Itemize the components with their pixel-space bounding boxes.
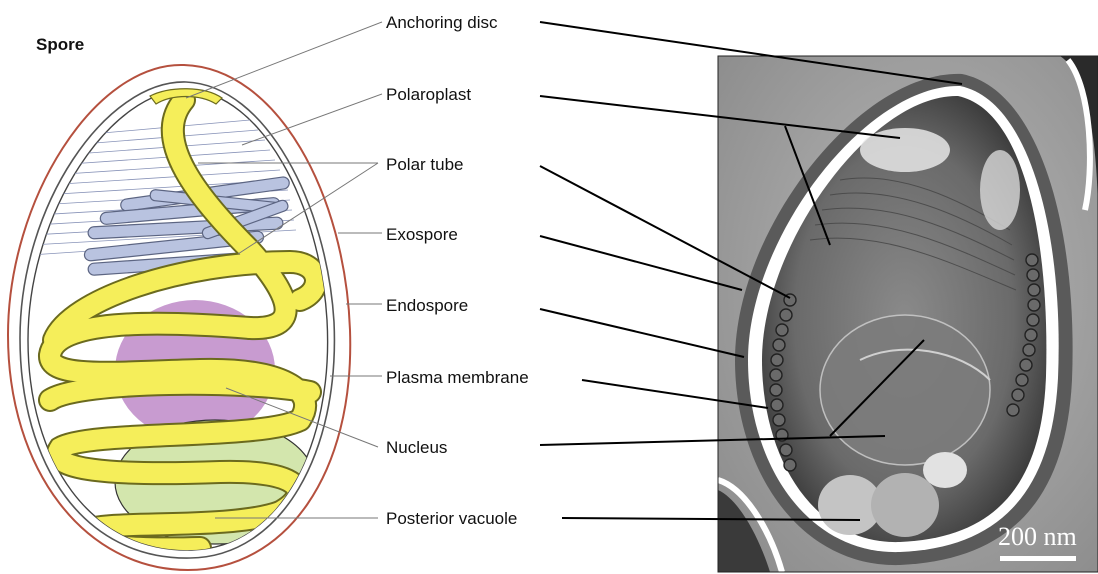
labels: Anchoring disc Polaroplast Polar tube Ex… [386,13,529,528]
label-anchoring-disc: Anchoring disc [386,13,498,32]
label-plasma-membrane: Plasma membrane [386,368,529,387]
label-polaroplast: Polaroplast [386,85,471,104]
diagram-title: Spore [36,35,84,54]
label-endospore: Endospore [386,296,468,315]
electron-micrograph: 200 nm [718,56,1098,572]
spore-schematic [8,65,350,570]
label-nucleus: Nucleus [386,438,447,457]
label-posterior-vacuole: Posterior vacuole [386,509,517,528]
label-polar-tube: Polar tube [386,155,464,174]
scale-bar [1000,556,1076,561]
scale-bar-label: 200 nm [998,522,1077,551]
label-exospore: Exospore [386,225,458,244]
